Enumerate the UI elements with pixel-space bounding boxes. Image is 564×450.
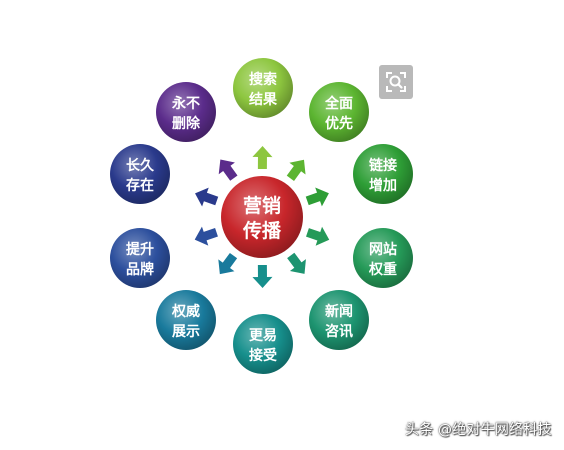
node-label-line2: 展示 <box>172 324 200 340</box>
node-label-line2: 咨讯 <box>325 323 353 340</box>
node-label-line1: 更易 <box>249 328 277 344</box>
node-circle <box>110 228 170 288</box>
node-circle <box>110 144 170 204</box>
node-label-line1: 新闻 <box>325 303 353 320</box>
node-circle <box>156 82 216 142</box>
node-label-line1: 永不 <box>171 95 200 112</box>
arrow-to-brand-boost <box>194 226 218 246</box>
node-label-line2: 结果 <box>249 91 278 108</box>
arrow-to-comprehensive-first <box>286 159 306 181</box>
node-label-line2: 优先 <box>325 115 353 132</box>
node-label-line2: 接受 <box>249 347 277 364</box>
arrow-to-links-increase <box>305 187 329 207</box>
center-label-line2: 传播 <box>242 219 282 242</box>
arrow-to-never-delete <box>218 159 238 181</box>
center-label-line1: 营销 <box>243 194 281 217</box>
node-circle <box>309 290 369 350</box>
arrow-to-long-exist <box>195 187 219 207</box>
node-circle <box>233 314 293 374</box>
arrow-to-news-info <box>287 252 306 274</box>
node-label-line1: 提升 <box>126 241 154 258</box>
node-label-line1: 全面 <box>324 95 353 112</box>
node-label-line2: 增加 <box>369 177 397 194</box>
arrows-layer <box>194 146 330 288</box>
node-label-line2: 删除 <box>172 115 201 132</box>
node-circle <box>309 82 369 142</box>
node-label-line2: 存在 <box>126 177 154 194</box>
node-label-line1: 搜索 <box>249 71 277 88</box>
node-label-line1: 长久 <box>126 157 155 174</box>
center-circle <box>221 176 303 258</box>
node-circle <box>233 58 293 118</box>
arrow-to-search-results <box>252 146 273 170</box>
node-label-line1: 网站 <box>369 241 397 258</box>
node-label-line1: 权威 <box>171 303 200 320</box>
zoom-button[interactable] <box>379 65 413 99</box>
node-circle <box>156 290 216 350</box>
node-circle <box>353 228 413 288</box>
node-label-line1: 链接 <box>369 157 397 174</box>
arrow-to-easier-accept <box>252 264 273 288</box>
watermark-text: 头条 @绝对牛网络科技 <box>405 422 552 438</box>
node-label-line2: 品牌 <box>126 261 154 278</box>
arrow-to-website-weight <box>306 226 330 246</box>
node-circle <box>353 144 413 204</box>
arrow-to-authority-display <box>218 252 238 275</box>
zoom-search-icon <box>386 72 406 92</box>
nodes-layer: 搜索结果全面优先链接增加网站权重新闻咨讯更易接受权威展示提升品牌长久存在永不删除 <box>110 58 413 374</box>
center-node: 营销 传播 <box>221 176 303 258</box>
node-label-line2: 权重 <box>368 261 397 278</box>
